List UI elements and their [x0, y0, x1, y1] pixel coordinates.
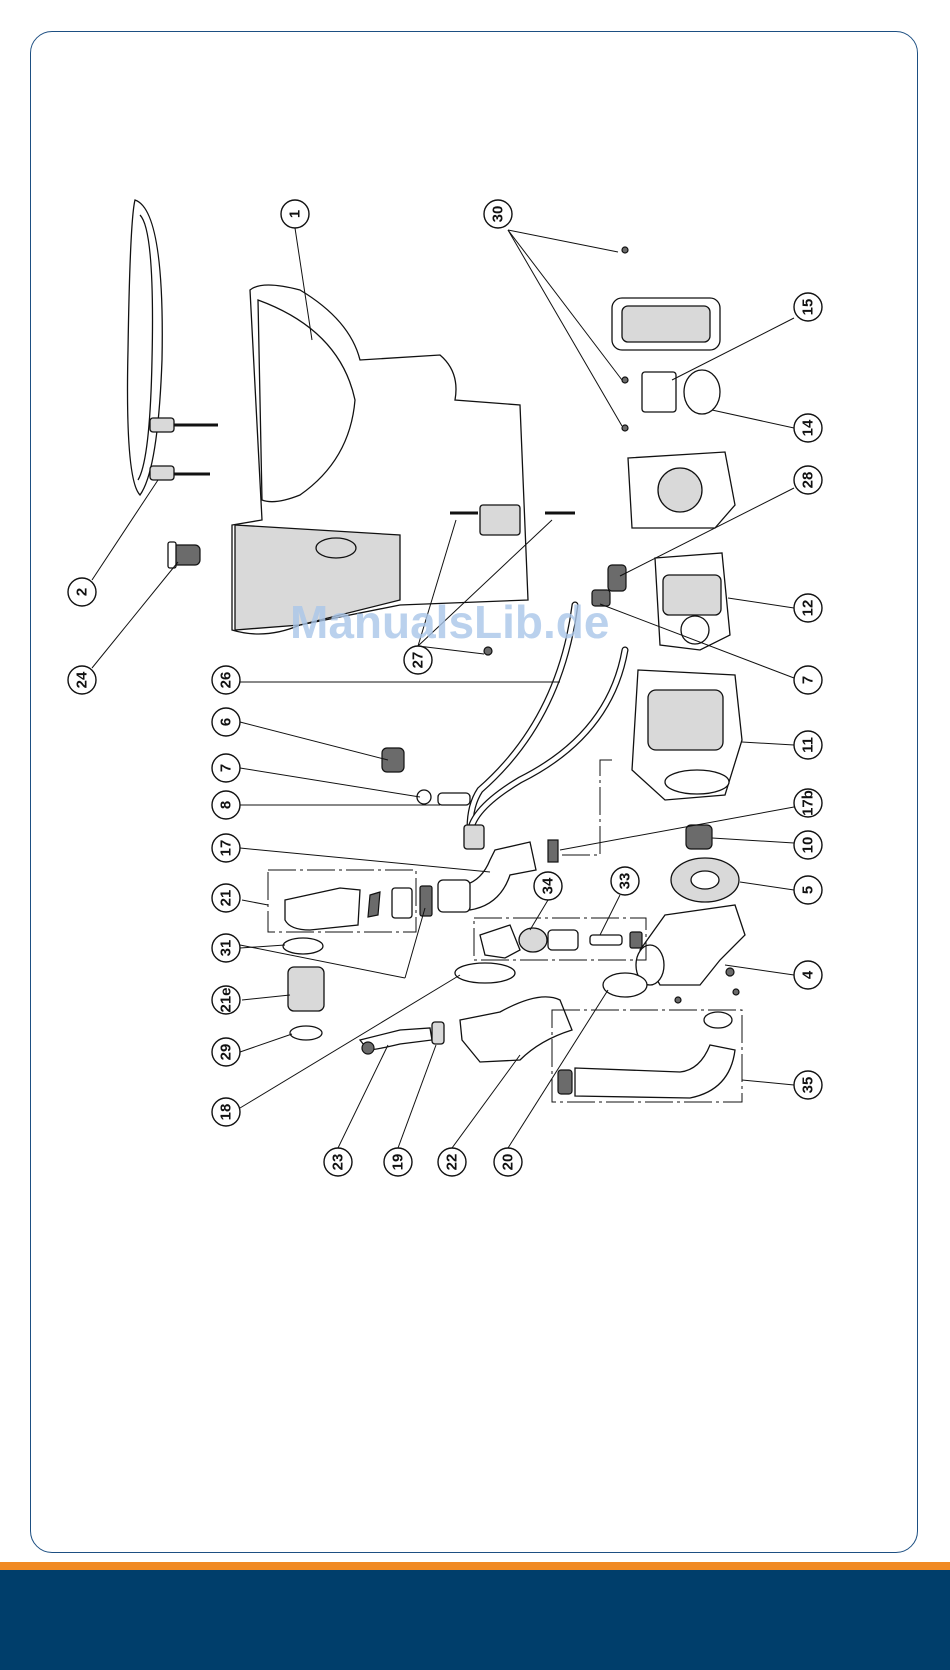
callout-1: 1: [281, 200, 309, 228]
callout-34: 34: [534, 872, 562, 900]
callout-18: 18: [212, 1098, 240, 1126]
svg-text:4: 4: [800, 970, 817, 979]
svg-text:18: 18: [218, 1104, 235, 1121]
callout-14: 14: [794, 414, 822, 442]
svg-text:7: 7: [218, 764, 235, 772]
callout-35: 35: [794, 1071, 822, 1099]
clamp-adapter-parts: [283, 938, 324, 1040]
callout-33: 33: [611, 867, 639, 895]
callout-28: 28: [794, 466, 822, 494]
svg-text:29: 29: [218, 1044, 235, 1061]
svg-text:26: 26: [218, 672, 235, 689]
svg-text:20: 20: [500, 1154, 517, 1171]
svg-text:28: 28: [800, 472, 817, 489]
callout-4: 4: [794, 961, 822, 989]
callout-31: 31: [212, 934, 240, 962]
exploded-parts-diagram: ManualsLib.de 1 2 24 26 6 7 8 17 21 31 2…: [0, 0, 950, 1344]
svg-text:6: 6: [218, 718, 235, 726]
callout-21: 21: [212, 884, 240, 912]
svg-text:33: 33: [617, 873, 634, 890]
svg-text:12: 12: [800, 600, 817, 617]
svg-text:24: 24: [74, 671, 91, 688]
callout-2: 2: [68, 578, 96, 606]
callout-26: 26: [212, 666, 240, 694]
callout-5: 5: [794, 876, 822, 904]
callout-19: 19: [384, 1148, 412, 1176]
callout-15: 15: [794, 293, 822, 321]
svg-text:17: 17: [218, 840, 235, 857]
seal-bracket: [560, 760, 612, 855]
callout-24: 24: [68, 666, 96, 694]
control-panel-parts: [612, 247, 735, 528]
callout-21e: 21e: [212, 986, 240, 1014]
svg-text:11: 11: [800, 737, 817, 753]
fitting-parts: [382, 748, 470, 805]
svg-text:14: 14: [800, 419, 817, 436]
callout-12: 12: [794, 594, 822, 622]
parts: [128, 200, 746, 1098]
svg-text:15: 15: [800, 299, 817, 316]
kit-21-parts: [285, 886, 432, 930]
callout-29: 29: [212, 1038, 240, 1066]
footer-accent-stripe: [0, 1562, 950, 1570]
bowl-base-part: [232, 285, 528, 634]
svg-text:21: 21: [218, 890, 235, 907]
svg-text:19: 19: [390, 1154, 407, 1171]
motor-part: [592, 553, 730, 650]
svg-text:7: 7: [800, 676, 817, 684]
svg-text:34: 34: [540, 877, 557, 894]
svg-text:35: 35: [800, 1077, 817, 1094]
flange-part: [168, 542, 200, 568]
svg-text:30: 30: [490, 206, 507, 223]
callout-27: 27: [404, 646, 432, 674]
callout-17b: 17b: [794, 789, 822, 817]
callout-17: 17: [212, 834, 240, 862]
callout-7b: 7: [794, 666, 822, 694]
elbow-hose-part: [438, 842, 536, 912]
outlet-pipe-parts: [360, 963, 572, 1062]
seat-lid-part: [128, 200, 219, 495]
svg-text:8: 8: [218, 801, 235, 809]
svg-text:23: 23: [330, 1154, 347, 1171]
watermark-text: ManualsLib.de: [290, 596, 609, 648]
callout-23: 23: [324, 1148, 352, 1176]
callout-6: 6: [212, 708, 240, 736]
footer-band: [0, 1570, 950, 1670]
callout-8: 8: [212, 791, 240, 819]
kit-33-parts: [480, 925, 642, 958]
callout-20: 20: [494, 1148, 522, 1176]
callout-22: 22: [438, 1148, 466, 1176]
pump-internals-parts: [548, 825, 745, 985]
svg-text:27: 27: [410, 652, 427, 669]
svg-text:21e: 21e: [218, 987, 235, 1012]
svg-text:31: 31: [218, 940, 235, 957]
svg-text:22: 22: [444, 1154, 461, 1171]
svg-text:2: 2: [74, 588, 91, 596]
callout-30: 30: [484, 200, 512, 228]
pump-housing-part: [632, 670, 742, 800]
svg-text:5: 5: [800, 886, 817, 894]
svg-text:10: 10: [800, 837, 817, 854]
callout-10: 10: [794, 831, 822, 859]
clamp-20-part: [603, 973, 647, 997]
svg-text:1: 1: [287, 210, 304, 218]
svg-text:17b: 17b: [800, 790, 817, 816]
callout-11: 11: [794, 731, 822, 759]
kit-35-parts: [558, 989, 739, 1098]
callout-7: 7: [212, 754, 240, 782]
